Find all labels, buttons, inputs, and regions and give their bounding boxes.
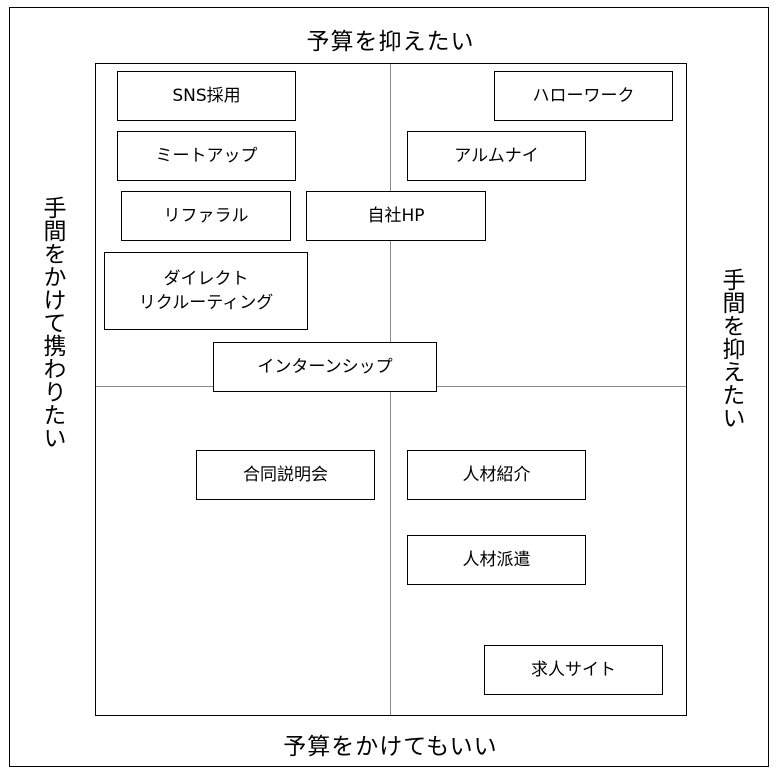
item-referral: リファラル	[121, 191, 291, 241]
item-job-site: 求人サイト	[484, 645, 663, 695]
axis-label-bottom: 予算をかけてもいい	[283, 734, 498, 760]
item-staffing-dispatch: 人材派遣	[407, 535, 586, 585]
axis-label-left: 手間をかけて携わりたい	[39, 196, 65, 449]
axis-label-top: 予算を抑えたい	[306, 29, 475, 55]
item-recruitment-agency: 人材紹介	[407, 450, 586, 500]
item-company-hp: 自社HP	[306, 191, 486, 241]
item-direct-recruiting: ダイレクト リクルーティング	[104, 252, 308, 330]
quadrant-area	[95, 63, 687, 716]
diagram-frame	[9, 7, 769, 767]
axis-label-right: 手間を抑えたい	[718, 268, 744, 429]
item-internship: インターンシップ	[213, 342, 437, 392]
item-alumni: アルムナイ	[407, 131, 586, 181]
item-sns-recruiting: SNS採用	[117, 71, 296, 121]
item-joint-briefing: 合同説明会	[196, 450, 375, 500]
item-meetup: ミートアップ	[117, 131, 296, 181]
item-hellowork: ハローワーク	[494, 71, 673, 121]
